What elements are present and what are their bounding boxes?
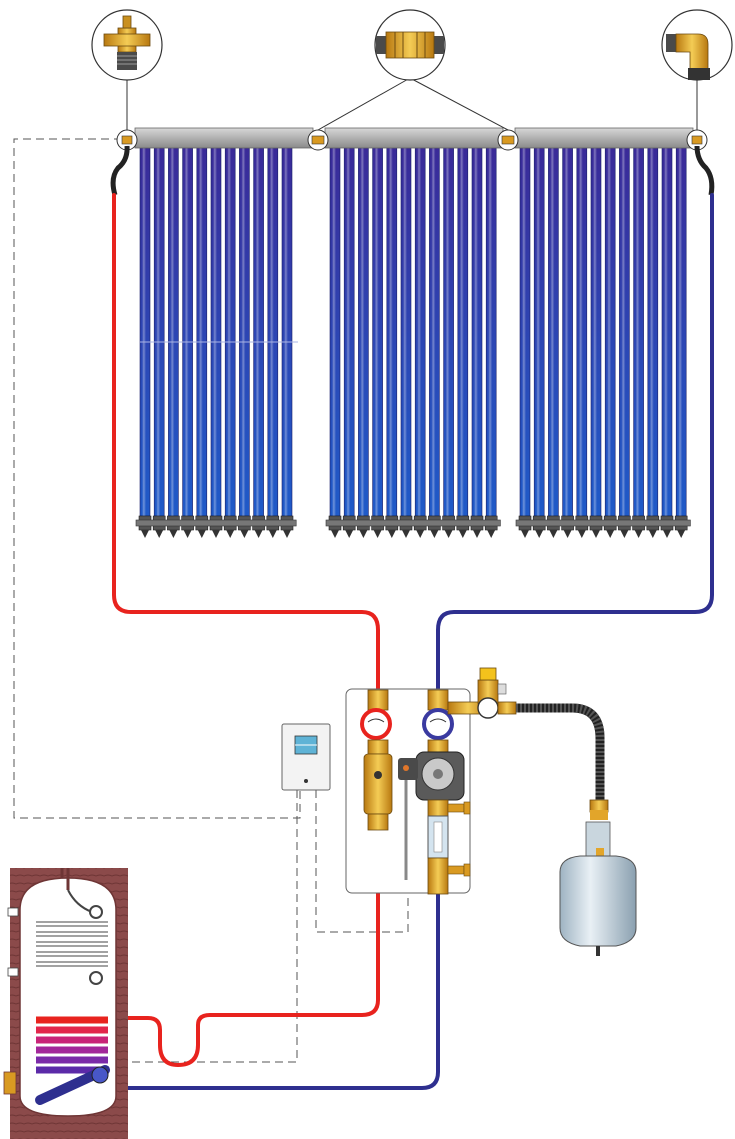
callout-coupling <box>374 9 446 81</box>
collector-2-tube <box>470 147 484 538</box>
collector-2-tube <box>413 147 427 538</box>
collector-2-tube <box>371 147 384 538</box>
collector-1-tube <box>209 147 223 538</box>
collector-2-tube <box>399 147 413 538</box>
collector-2-tube <box>342 147 356 538</box>
collector-3-tube <box>618 147 631 538</box>
collector-3-tube <box>518 147 532 538</box>
collector-1-tube <box>238 147 251 538</box>
collector-3-tube <box>646 147 660 538</box>
flow-thermometer-icon <box>360 708 392 740</box>
collector-1-tube <box>167 147 180 538</box>
collector-3-tube <box>575 147 589 538</box>
expansion-hose <box>516 703 605 800</box>
collector-1-tube <box>266 147 280 538</box>
collector-outlet-hose <box>694 145 715 196</box>
collector-2-bottom-rail <box>325 519 501 527</box>
callout-valve <box>91 9 163 81</box>
collector-3-bottom-rail <box>515 519 691 527</box>
collector-3-tube <box>532 147 546 538</box>
collector-2-tube <box>442 147 455 538</box>
callout-elbow <box>661 9 733 81</box>
collector-3-tube <box>547 147 560 538</box>
collector-1-tube <box>252 147 265 538</box>
collector-2-tube <box>456 147 470 538</box>
collector-1-tube <box>223 147 237 538</box>
collector-3-tube <box>632 147 645 538</box>
collector-1-tube <box>280 147 294 538</box>
collector-2-tube <box>385 147 399 538</box>
pressure-gauge-icon <box>477 697 499 719</box>
collector-inlet-hose <box>110 145 130 196</box>
elbow-fitting-icon <box>666 33 710 80</box>
collector-1-tube <box>138 147 152 538</box>
collector-header-3 <box>514 127 694 149</box>
collector-3-tube <box>603 147 617 538</box>
collector-2-tube <box>428 147 441 538</box>
collector-2-tube <box>484 147 498 538</box>
collector-3-tube <box>589 147 603 538</box>
collector-3-tube <box>660 147 674 538</box>
collector-1-tube <box>195 147 209 538</box>
cold-pipe <box>98 193 714 1090</box>
collector-sensor-wire <box>13 138 301 819</box>
collector-3-tube <box>561 147 574 538</box>
collector-2-tube <box>328 147 342 538</box>
collector-header-1 <box>134 127 314 149</box>
collector-1-tube <box>181 147 194 538</box>
pump-station <box>345 667 517 895</box>
coupling-fitting-icon <box>376 31 444 59</box>
storage-tank <box>3 868 128 1139</box>
expansion-vessel <box>559 799 637 956</box>
callout-leaders <box>126 77 698 131</box>
collector-headers <box>134 127 694 149</box>
collector-1-bottom-rail <box>135 519 297 527</box>
solar-controller <box>281 723 331 791</box>
collector-2-tube <box>357 147 370 538</box>
check-valve-icon <box>374 771 382 779</box>
tank-sensor-wire <box>108 790 298 1063</box>
solar-heat-exchanger <box>36 1016 108 1074</box>
solar-collector-array <box>135 147 691 538</box>
pump-control-wire <box>315 790 409 933</box>
return-thermometer-icon <box>422 708 454 740</box>
collector-1-tube <box>152 147 166 538</box>
collector-header-2 <box>324 127 504 149</box>
header-connection-points <box>116 129 708 151</box>
valve-fitting-icon <box>103 15 151 70</box>
hot-pipe <box>112 193 380 1067</box>
collector-3-tube <box>674 147 688 538</box>
